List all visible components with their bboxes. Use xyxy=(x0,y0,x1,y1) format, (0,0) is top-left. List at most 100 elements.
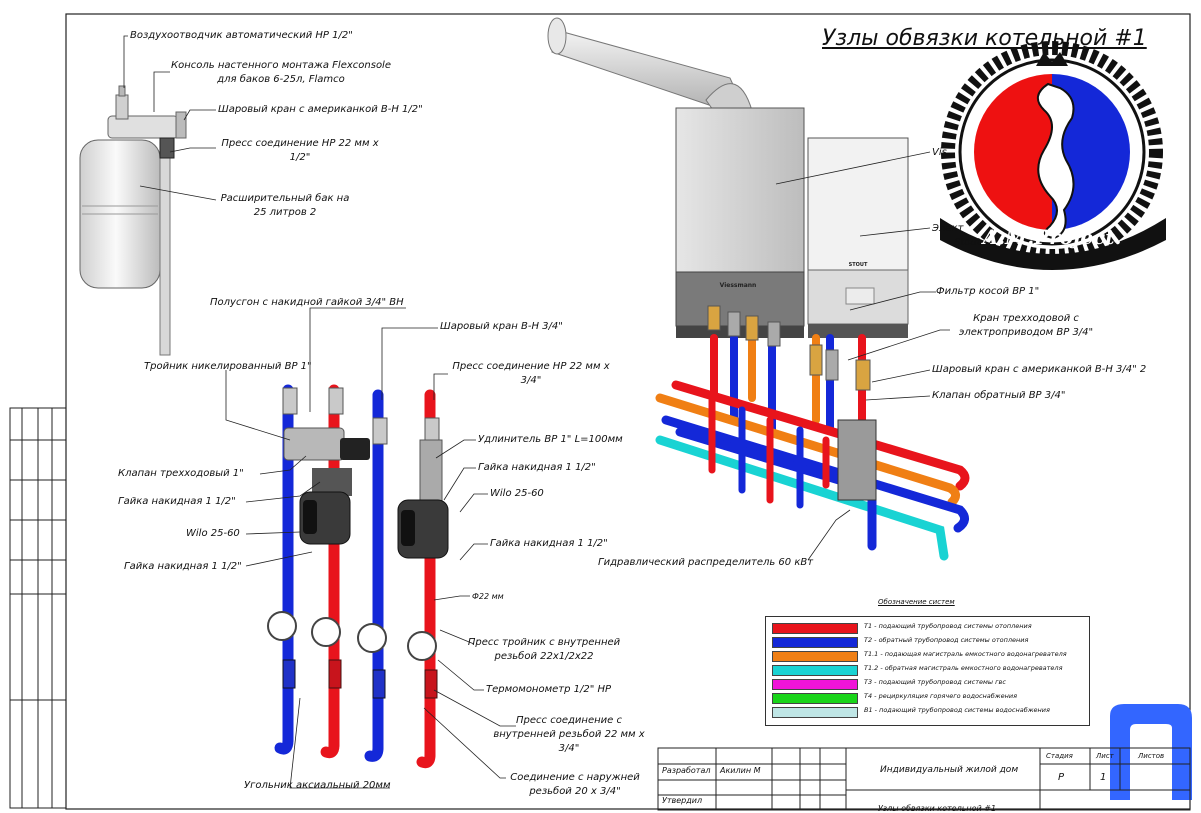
legend-swatch xyxy=(772,679,858,690)
svg-text:STOUT: STOUT xyxy=(849,262,868,268)
label-expansion-tank-line1: Расширительный бак на xyxy=(220,193,350,204)
legend-row: Т1.2 - обратная магистраль емкостного во… xyxy=(772,663,1084,676)
legend-swatch xyxy=(772,651,858,662)
legend-row: Т1 - подающий трубопровод системы отопле… xyxy=(772,621,1084,634)
label-press2-line1: Пресс соединение НР 22 мм x xyxy=(452,361,610,372)
page-title: Узлы обвязки котельной #1 xyxy=(822,26,1147,51)
label-extension: Удлинитель ВР 1" L=100мм xyxy=(478,434,623,445)
legend-text: Т4 - рециркуляция горячего водоснабжения xyxy=(864,692,1018,700)
tb-sheet-label: Лист xyxy=(1096,752,1114,760)
side-stamp-table xyxy=(9,407,67,809)
label-electro-line2: Stout xyxy=(954,237,981,248)
hydraulic-separator xyxy=(837,419,877,501)
three-way-valve xyxy=(283,427,345,461)
label-nut-left2: Гайка накидная 1 1/2" xyxy=(124,561,242,572)
legend-title: Обозначение систем xyxy=(878,598,955,606)
tb-sheet-value: 1 xyxy=(1100,772,1107,783)
extension-pipe xyxy=(419,439,443,507)
tb-sheets-label: Листов xyxy=(1138,752,1165,760)
label-electro: Элект Stout xyxy=(932,222,981,250)
label-valve3e: Кран трехходовой с электроприводом ВР 3/… xyxy=(946,312,1106,340)
label-valve3e-line1: Кран трехходовой с xyxy=(973,313,1079,324)
svg-text:Viessmann: Viessmann xyxy=(720,282,757,289)
tb-developer-label: Разработал xyxy=(662,766,711,775)
label-wilo-right: Wilo 25-60 xyxy=(490,488,544,499)
legend-swatch xyxy=(772,693,858,704)
chimney-flue xyxy=(547,17,755,121)
label-tee: Тройник никелированный ВР 1" xyxy=(144,361,312,372)
label-press-tee: Пресс тройник с внутренней резьбой 22x1/… xyxy=(464,636,624,664)
label-press: Пресс соединение НР 22 мм x 1/2" xyxy=(210,137,390,165)
label-check-valve: Клапан обратный ВР 3/4" xyxy=(932,390,1066,401)
legend-swatch xyxy=(772,707,858,718)
logo-text: A.M.Project. xyxy=(981,225,1122,249)
pump-group-left xyxy=(267,384,370,759)
legend-text: Т2 - обратный трубопровод системы отопле… xyxy=(864,636,1029,644)
label-expansion-tank: Расширительный бак на 25 литров 2 xyxy=(210,192,360,220)
label-thermometer: Термомонометр 1/2" НР xyxy=(486,684,612,695)
tb-developer-name: Акилин М xyxy=(720,766,761,775)
expansion-tank-assembly xyxy=(79,85,187,356)
legend-swatch xyxy=(772,623,858,634)
label-connection: Соединение с наружней резьбой 20 x 3/4" xyxy=(500,771,650,799)
label-hydraulic-separator: Гидравлический распределитель 60 кВт xyxy=(598,557,814,568)
label-ball-valve-bh: Шаровый кран В-Н 3/4" xyxy=(440,321,563,332)
tb-stage-label: Стадия xyxy=(1046,752,1073,760)
legend-row: Т3 - подающий трубопровод системы гвс xyxy=(772,677,1084,690)
label-nut-right: Гайка накидная 1 1/2" xyxy=(478,462,596,473)
tb-approved-label: Утвердил xyxy=(662,796,703,805)
label-nut-left: Гайка накидная 1 1/2" xyxy=(118,496,236,507)
tb-project-name: Индивидуальный жилой дом xyxy=(880,765,1019,775)
title-block xyxy=(657,747,1191,811)
thermometer-left-red xyxy=(311,617,341,647)
legend-text: В1 - подающий трубопровод системы водосн… xyxy=(864,706,1050,714)
thermometer-left-blue xyxy=(267,611,297,641)
label-wilo-left: Wilo 25-60 xyxy=(186,528,240,539)
electric-boiler: STOUT xyxy=(807,137,909,338)
label-press3-line3: 3/4" xyxy=(558,743,580,754)
label-valve3e-line2: электроприводом ВР 3/4" xyxy=(958,327,1094,338)
label-elbow: Угольник аксиальный 20мм xyxy=(244,780,391,791)
legend-swatch xyxy=(772,665,858,676)
pump-group-right xyxy=(357,389,449,769)
legend-text: Т3 - подающий трубопровод системы гвс xyxy=(864,678,1006,686)
label-press-line1: Пресс соединение НР 22 мм x xyxy=(221,138,379,149)
label-expansion-tank-line2: 25 литров 2 xyxy=(253,207,317,218)
legend-text: Т1 - подающий трубопровод системы отопле… xyxy=(864,622,1032,630)
label-press3-line2: внутренней резьбой 22 мм x xyxy=(493,729,645,740)
label-three-way-valve: Клапан трехходовый 1" xyxy=(118,468,244,479)
legend-text: Т1.2 - обратная магистраль емкостного во… xyxy=(864,664,1063,672)
label-polusgon: Полусгон с накидной гайкой 3/4" ВН xyxy=(210,297,404,308)
label-console-line1: Консоль настенного монтажа Flexconsole xyxy=(170,60,391,71)
legend-row: Т2 - обратный трубопровод системы отопле… xyxy=(772,635,1084,648)
label-press-line2: 1/2" xyxy=(289,152,311,163)
tb-stage-value: Р xyxy=(1058,772,1065,783)
air-vent xyxy=(115,94,129,120)
label-console-line2: для баков 6-25л, Flamco xyxy=(217,74,345,85)
legend-text: Т1.1 - подающая магистраль емкостного во… xyxy=(864,650,1067,658)
company-logo: A.M.Project. xyxy=(940,41,1166,270)
manifold-valves xyxy=(707,305,871,391)
label-press-tee-line1: Пресс тройник с внутренней xyxy=(467,637,621,648)
label-d22: Ф22 мм xyxy=(472,592,504,601)
label-viessmann: Vis xyxy=(932,147,947,158)
legend-row: Т1.1 - подающая магистраль емкостного во… xyxy=(772,649,1084,662)
legend-box: Т1 - подающий трубопровод системы отопле… xyxy=(765,616,1090,726)
label-press2-line2: 3/4" xyxy=(520,375,542,386)
label-press2: Пресс соединение НР 22 мм x 3/4" xyxy=(446,360,616,388)
label-connection-line2: резьбой 20 x 3/4" xyxy=(529,786,621,797)
legend-swatch xyxy=(772,637,858,648)
legend-row: В1 - подающий трубопровод системы водосн… xyxy=(772,705,1084,718)
leader-lines xyxy=(123,35,950,789)
thermometer-right-red xyxy=(407,631,437,661)
label-connection-line1: Соединение с наружней xyxy=(510,772,640,783)
thermometer-right-blue xyxy=(357,623,387,653)
label-console: Консоль настенного монтажа Flexconsole д… xyxy=(166,59,396,87)
label-press3-line1: Пресс соединение с xyxy=(516,715,622,726)
label-ball-valve-am2: Шаровый кран с американкой В-Н 3/4" 2 xyxy=(932,364,1147,375)
label-air-vent: Воздухоотводчик автоматический НР 1/2" xyxy=(130,30,353,41)
label-nut-right2: Гайка накидная 1 1/2" xyxy=(490,538,608,549)
label-filter: Фильтр косой ВР 1" xyxy=(936,286,1040,297)
label-electro-line1: Элект xyxy=(932,223,964,234)
